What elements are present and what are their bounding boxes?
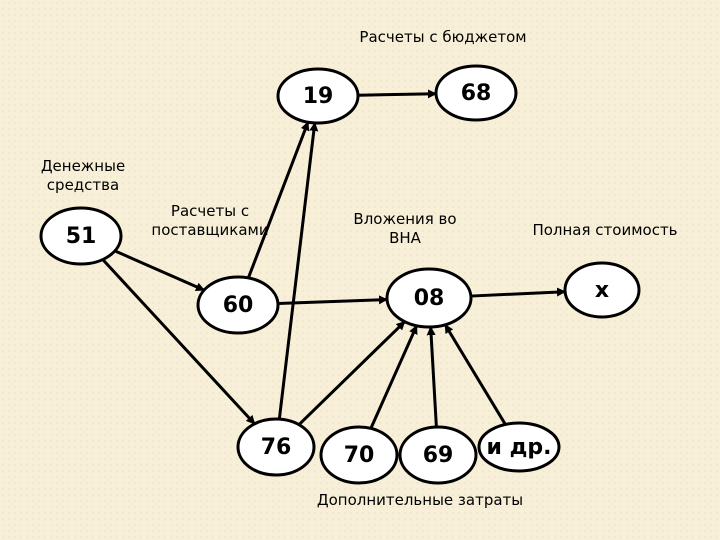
node-51-label: 51	[66, 224, 97, 249]
node-x: x	[563, 261, 641, 319]
node-76: 76	[236, 417, 316, 477]
node-08-label: 08	[414, 286, 445, 311]
node-69: 69	[398, 425, 478, 485]
edge-19-to-68	[357, 89, 437, 99]
node-51: 51	[39, 206, 123, 266]
node-69-ellipse	[398, 425, 478, 485]
node-08-ellipse	[385, 267, 473, 329]
edge-51-to-76	[101, 258, 256, 425]
node-68-label: 68	[461, 81, 492, 106]
suppliers-label-line-1: Расчеты с	[170, 202, 250, 220]
edge-76-to-08	[297, 320, 406, 426]
node-70-ellipse	[319, 425, 399, 485]
node-60-ellipse	[196, 275, 280, 335]
additional-costs-label: Дополнительные затраты	[316, 491, 524, 509]
node-other-label: и др.	[487, 435, 552, 460]
cash-label-line-1: Денежные	[40, 157, 126, 175]
node-60-label: 60	[223, 293, 254, 318]
suppliers-label-line-2: поставщиками	[151, 221, 269, 239]
investments-label-line-1: Вложения во	[353, 210, 457, 228]
edge-69-to-08	[426, 326, 438, 428]
node-19: 19	[276, 67, 360, 125]
node-19-ellipse	[276, 67, 360, 125]
edge-60-to-08	[277, 295, 388, 306]
investments-label-line-2: ВНА	[389, 229, 421, 247]
node-60: 60	[196, 275, 280, 335]
node-70-label: 70	[344, 443, 375, 468]
node-70: 70	[319, 425, 399, 485]
edge-60-to-19	[246, 121, 310, 279]
node-other-ellipse	[477, 421, 561, 473]
node-76-ellipse	[236, 417, 316, 477]
edge-other-to-08	[443, 323, 507, 426]
cash-label: Денежные средства	[18, 157, 148, 195]
edge-08-to-x	[470, 287, 566, 298]
node-68: 68	[434, 64, 518, 122]
node-51-ellipse	[39, 206, 123, 266]
budget-title: Расчеты с бюджетом	[359, 28, 527, 46]
node-19-label: 19	[303, 84, 334, 109]
node-other: и др.	[477, 421, 561, 473]
node-68-ellipse	[434, 64, 518, 122]
cash-label-line-2: средства	[46, 176, 120, 194]
full-cost-label: Полная стоимость	[532, 221, 678, 239]
edge-70-to-08	[369, 324, 419, 430]
node-x-ellipse	[563, 261, 641, 319]
investments-label: Вложения во ВНА	[330, 210, 480, 248]
suppliers-label: Расчеты с поставщиками	[135, 202, 285, 240]
edge-76-to-19	[277, 122, 319, 420]
edge-51-to-60	[114, 249, 205, 292]
node-x-label: x	[595, 278, 609, 303]
node-69-label: 69	[423, 443, 454, 468]
node-76-label: 76	[261, 435, 292, 460]
node-08: 08	[385, 267, 473, 329]
